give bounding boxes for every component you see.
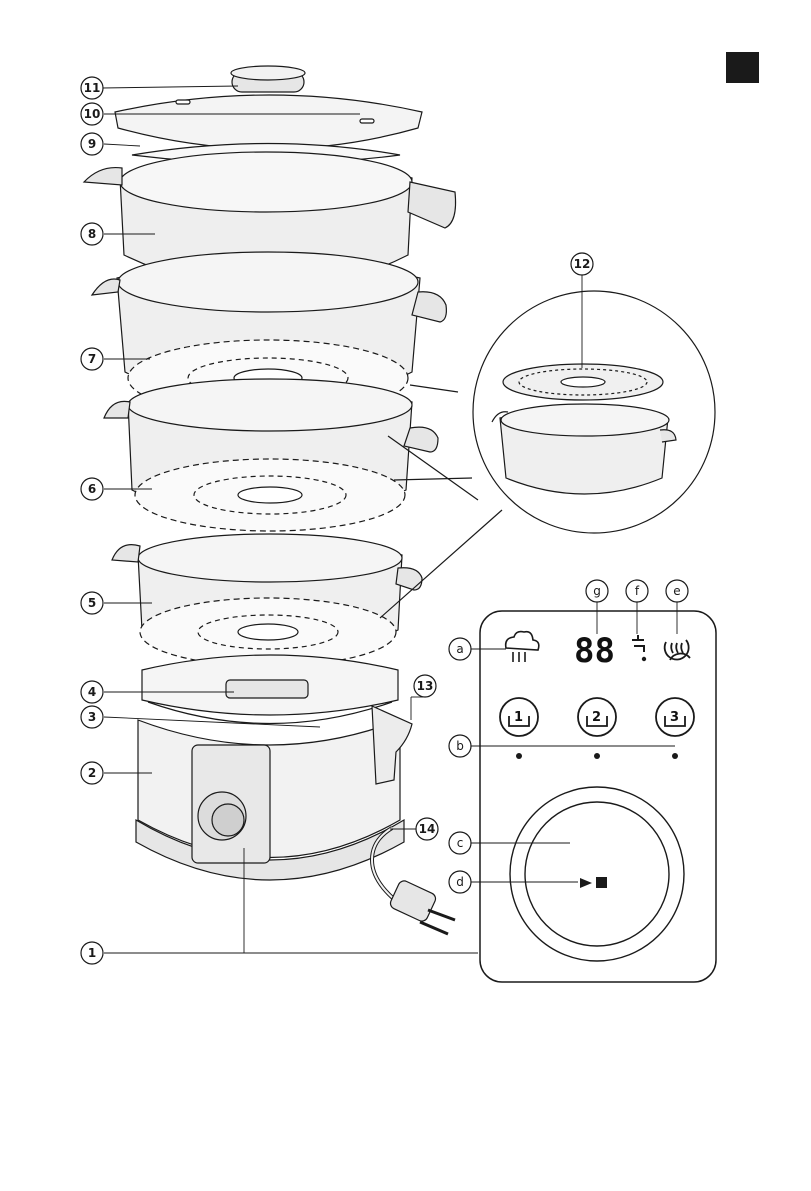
svg-text:1: 1 [88, 946, 96, 960]
callout-5: 5 [81, 592, 103, 614]
svg-text:e: e [673, 584, 680, 598]
callout-1: 1 [81, 942, 103, 964]
callout-4: 4 [81, 681, 103, 703]
steam-basket-6 [104, 379, 438, 531]
program-led-3 [672, 753, 678, 759]
svg-text:11: 11 [84, 81, 101, 95]
callout-2: 2 [81, 762, 103, 784]
language-tab [726, 52, 759, 83]
svg-text:10: 10 [84, 107, 101, 121]
svg-text:6: 6 [88, 482, 96, 496]
display-digits: 88 [574, 631, 615, 671]
callout-6: 6 [81, 478, 103, 500]
svg-text:9: 9 [88, 137, 96, 151]
svg-text:8: 8 [88, 227, 96, 241]
callout-12: 12 [571, 253, 593, 275]
callout-f: f [626, 580, 648, 602]
svg-text:14: 14 [419, 822, 436, 836]
svg-text:3: 3 [670, 710, 679, 725]
svg-text:4: 4 [88, 685, 96, 699]
program-led-2 [594, 753, 600, 759]
callout-b: b [449, 735, 471, 757]
svg-text:12: 12 [574, 257, 591, 271]
callout-14: 14 [416, 818, 438, 840]
svg-text:1: 1 [514, 710, 523, 725]
callout-9: 9 [81, 133, 103, 155]
lid [115, 95, 422, 149]
control-panel: 88 1 2 3 [480, 611, 716, 982]
callout-10: 10 [81, 103, 103, 125]
callout-a: a [449, 638, 471, 660]
callout-c: c [449, 832, 471, 854]
callout-11: 11 [81, 77, 103, 99]
magnified-detail [380, 291, 715, 618]
callout-8: 8 [81, 223, 103, 245]
svg-text:a: a [456, 642, 463, 656]
svg-text:g: g [593, 584, 601, 598]
callout-7: 7 [81, 348, 103, 370]
svg-text:d: d [456, 875, 464, 889]
svg-text:c: c [457, 836, 464, 850]
svg-text:5: 5 [88, 596, 96, 610]
steam-basket-5 [112, 534, 422, 666]
callout-3: 3 [81, 706, 103, 728]
lid-knob [231, 66, 305, 92]
callout-e: e [666, 580, 688, 602]
svg-text:3: 3 [88, 710, 96, 724]
svg-text:2: 2 [88, 766, 96, 780]
callout-d: d [449, 871, 471, 893]
callout-g: g [586, 580, 608, 602]
svg-text:7: 7 [88, 352, 96, 366]
program-led-1 [516, 753, 522, 759]
svg-text:13: 13 [417, 679, 434, 693]
base-unit [136, 655, 412, 880]
svg-text:2: 2 [592, 710, 601, 725]
callout-13: 13 [414, 675, 436, 697]
svg-text:b: b [456, 739, 464, 753]
